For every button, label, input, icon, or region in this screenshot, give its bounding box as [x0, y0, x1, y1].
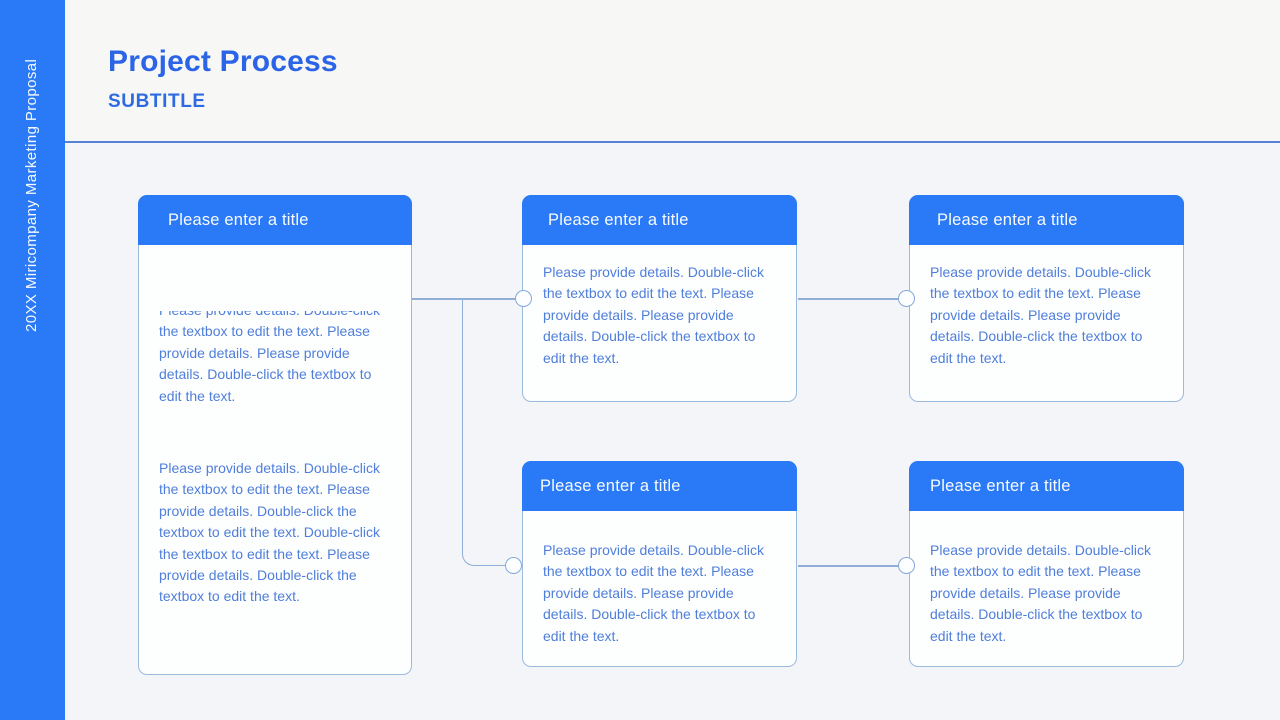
header-background-band [65, 0, 1280, 141]
connector-top-middle-to-top-right [798, 298, 899, 300]
connector-node-top-right [898, 290, 915, 307]
process-card-bottom-right[interactable]: Please enter a title Please provide deta… [909, 461, 1184, 667]
connector-left-to-bottom-middle [462, 298, 507, 566]
card-paragraph[interactable]: Please provide details. Double-click the… [543, 542, 764, 644]
process-card-top-middle[interactable]: Please enter a title Please provide deta… [522, 195, 797, 402]
card-title-bar[interactable]: Please enter a title [138, 195, 412, 245]
card-title: Please enter a title [168, 210, 309, 229]
card-paragraph[interactable]: Please provide details. Double-click the… [159, 460, 380, 605]
card-paragraph-text: Please provide details. Double-click the… [159, 311, 380, 404]
card-paragraph[interactable]: Please provide details. Double-click the… [930, 542, 1151, 644]
card-paragraph-clipped[interactable]: Please provide details. Double-click the… [159, 311, 380, 413]
sidebar-label[interactable]: 20XX Miricompany Marketing Proposal [23, 58, 40, 332]
card-title: Please enter a title [937, 210, 1078, 229]
card-title: Please enter a title [540, 476, 681, 495]
card-title: Please enter a title [548, 210, 689, 229]
card-paragraph[interactable]: Please provide details. Double-click the… [543, 264, 764, 366]
card-title-bar[interactable]: Please enter a title [522, 461, 797, 511]
card-body: Please provide details. Double-click the… [910, 511, 1183, 647]
connector-node-bottom-middle [505, 557, 522, 574]
card-title-bar[interactable]: Please enter a title [909, 195, 1184, 245]
card-body: Please provide details. Double-click the… [910, 245, 1183, 369]
connector-bottom-middle-to-bottom-right [798, 565, 899, 567]
connector-node-top-middle [515, 290, 532, 307]
card-title: Please enter a title [930, 476, 1071, 495]
connector-node-bottom-right [898, 557, 915, 574]
card-body: Please provide details. Double-click the… [523, 245, 796, 369]
process-card-top-right[interactable]: Please enter a title Please provide deta… [909, 195, 1184, 402]
header-divider-line [65, 141, 1280, 143]
page-title[interactable]: Project Process [108, 45, 338, 78]
card-title-bar[interactable]: Please enter a title [909, 461, 1184, 511]
card-title-bar[interactable]: Please enter a title [522, 195, 797, 245]
page-subtitle[interactable]: SUBTITLE [108, 91, 206, 112]
card-paragraph[interactable]: Please provide details. Double-click the… [930, 264, 1151, 366]
process-card-bottom-middle[interactable]: Please enter a title Please provide deta… [522, 461, 797, 667]
sidebar: 20XX Miricompany Marketing Proposal [0, 0, 65, 720]
process-card-left[interactable]: Please enter a title Please provide deta… [138, 195, 412, 675]
card-body: Please provide details. Double-click the… [523, 511, 796, 647]
